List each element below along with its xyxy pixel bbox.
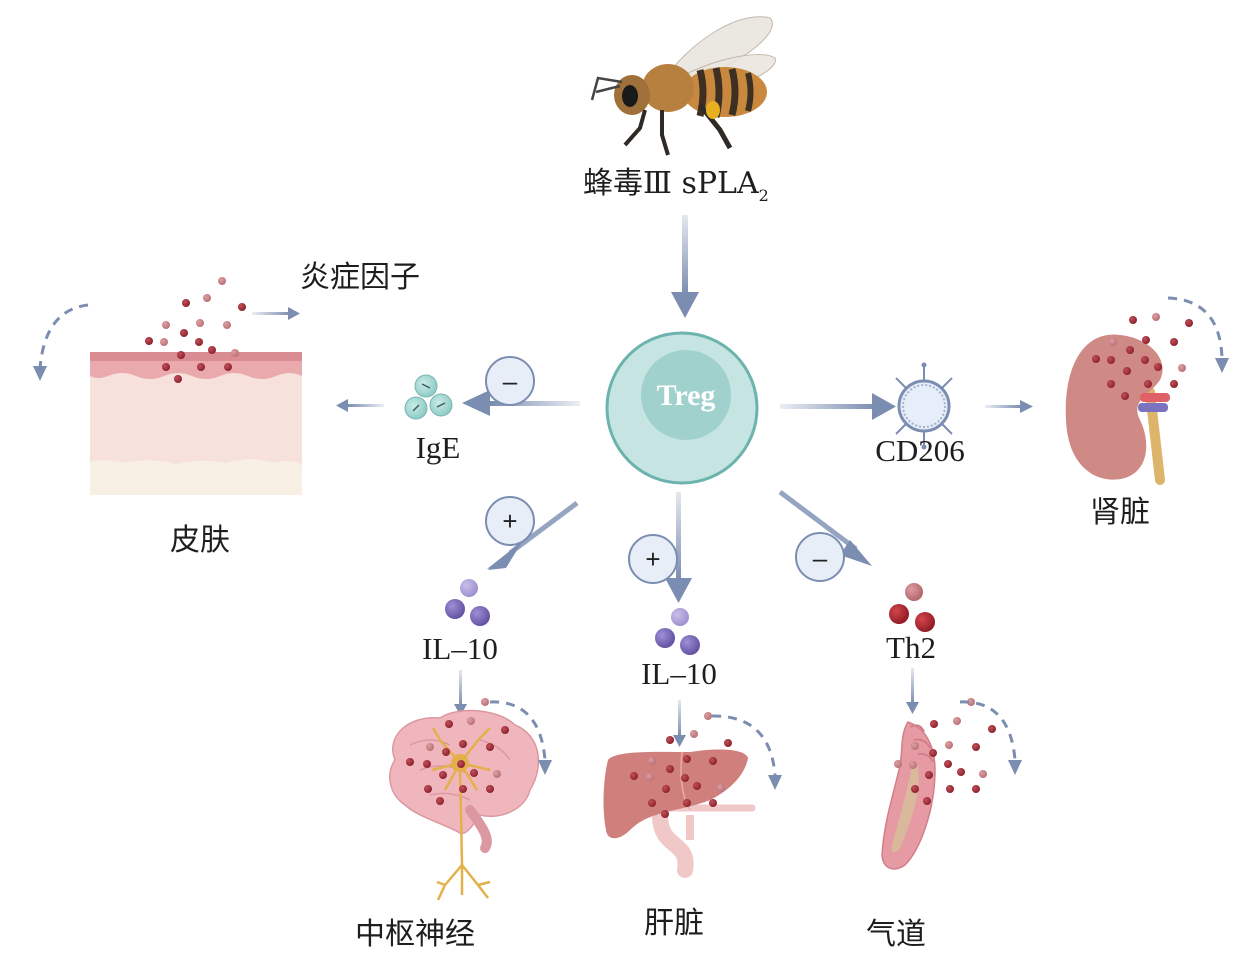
il10-cns-label: IL–10 [422, 631, 498, 666]
svg-text:–: – [503, 366, 518, 396]
ige-label: IgE [416, 430, 461, 465]
bee-icon [590, 16, 776, 156]
th2-cell-cluster-icon [889, 583, 935, 632]
dashed-curved-arrow-icon [959, 700, 1022, 775]
cytokine-cluster-icon [655, 608, 700, 655]
kidney-icon [1065, 334, 1170, 485]
source-label: 蜂毒Ⅲ sPLA2 [583, 166, 769, 205]
liver-label: 肝脏 [644, 906, 704, 941]
inflammatory-factors-label: 炎症因子 [300, 260, 420, 295]
arrow-treg-to-th2 [778, 490, 872, 566]
airway-label: 气道 [866, 917, 926, 952]
il10-liver-label: IL–10 [641, 656, 717, 691]
macrophage-cd206-icon [895, 362, 953, 450]
liver-icon [603, 749, 756, 878]
inflammatory-factor-particles-kidney [1092, 313, 1193, 400]
skin-tissue-icon [90, 352, 302, 495]
arrow-source-to-treg [671, 215, 699, 318]
kidney-label: 肾脏 [1090, 495, 1150, 530]
arrow-th2-to-airway [906, 668, 919, 714]
inflammatory-factor-particles-airway [894, 698, 996, 805]
skin-label: 皮肤 [170, 523, 230, 558]
inflammatory-factor-particles-liver [630, 712, 732, 818]
cd206-label: CD206 [875, 433, 965, 468]
inhibit-sign-th2: – [795, 532, 845, 582]
dashed-curved-arrow-icon [489, 700, 552, 775]
svg-text:+: + [502, 506, 517, 536]
cns-label: 中枢神经 [355, 917, 475, 952]
airway-icon [881, 721, 936, 870]
inflammatory-factor-particles-skin [145, 277, 246, 383]
brain-neuron-icon [389, 709, 540, 901]
dashed-curved-arrow-icon [1167, 296, 1229, 373]
treg-label: Treg [657, 379, 716, 412]
arrow-il10-to-cns [454, 670, 467, 716]
svg-text:–: – [813, 543, 828, 573]
treg-cell-icon [605, 331, 759, 485]
arrow-treg-to-ige [462, 390, 580, 416]
arrow-treg-to-cd206 [780, 393, 896, 420]
arrow-treg-to-il10-liver [665, 492, 692, 603]
dashed-curved-arrow-icon [33, 303, 89, 381]
promote-sign-il10-cns: + [485, 496, 535, 546]
arrow-ige-to-skin [336, 399, 384, 412]
inhibit-sign-ige: – [485, 356, 535, 406]
arrow-cd206-to-kidney [985, 400, 1033, 413]
inflammatory-factor-particles-cns [406, 698, 509, 805]
cytokine-cluster-icon [445, 579, 490, 626]
arrow-treg-to-il10-cns [487, 500, 579, 570]
arrow-il10-to-liver [673, 700, 686, 747]
promote-sign-il10-liver: + [628, 534, 678, 584]
th2-label: Th2 [886, 630, 936, 665]
ige-antibody-cluster-icon [404, 374, 453, 420]
arrow-to-inflammatory-factors [252, 307, 300, 320]
svg-text:+: + [645, 544, 660, 574]
dashed-curved-arrow-icon [711, 714, 782, 790]
